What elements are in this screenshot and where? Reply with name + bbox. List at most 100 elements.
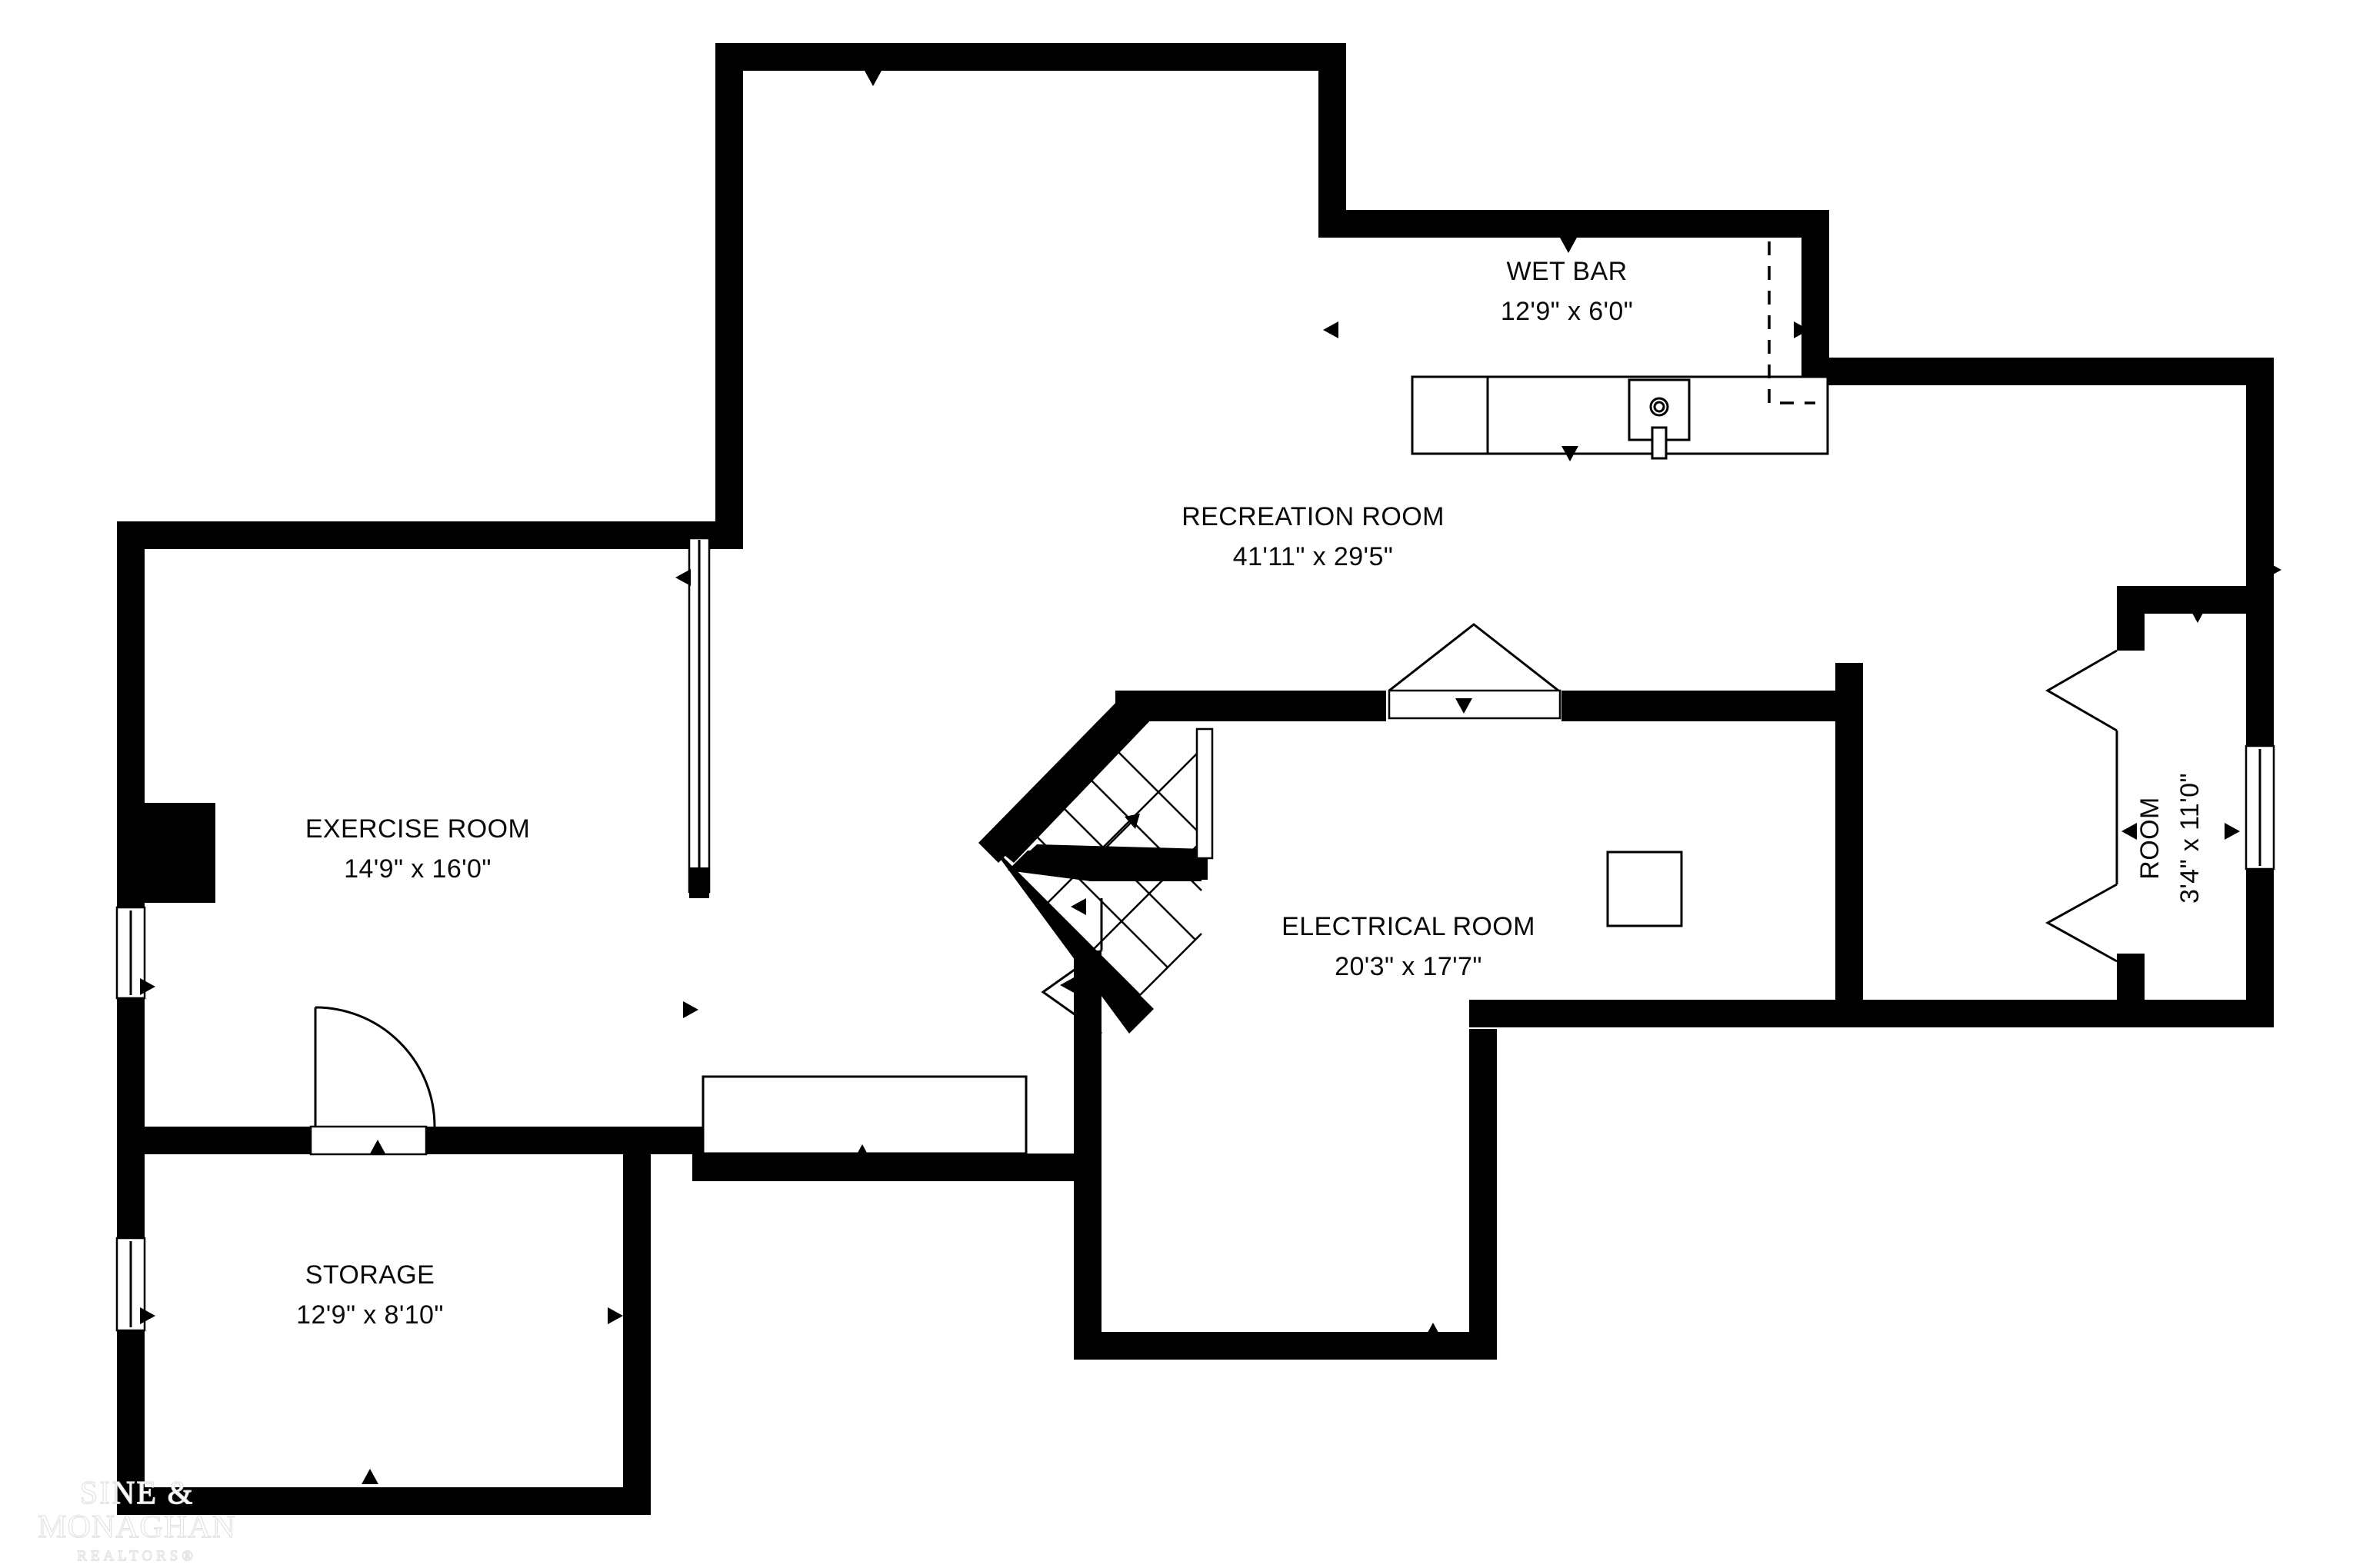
room-dimensions-room: 3'4" x 11'0" <box>2175 773 2205 904</box>
room-label-wet-bar: WET BAR <box>1506 257 1627 286</box>
direction-marker-icon <box>1561 446 1578 461</box>
direction-marker-icon <box>362 1469 378 1484</box>
room-dimensions-electrical-room: 20'3" x 17'7" <box>1335 952 1482 981</box>
door-electrical-left-bifold <box>1041 949 1102 1035</box>
windows <box>115 537 2275 1332</box>
wall-right-bay-left-top <box>2117 586 2145 651</box>
wall-exercise-storage-right <box>422 1127 706 1154</box>
stair-tread <box>1056 801 1196 940</box>
direction-marker-icon <box>675 569 691 586</box>
direction-marker-icon <box>1560 238 1577 253</box>
direction-marker-icon <box>537 534 554 549</box>
doors <box>309 623 2118 1156</box>
stair-stringer <box>1047 751 1199 904</box>
electrical-equipment <box>1606 851 1683 927</box>
direction-marker-icon <box>1112 723 1129 738</box>
direction-marker-icon <box>1060 977 1075 994</box>
wall-stair-diag-left <box>989 691 1155 863</box>
room-label-electrical-room: ELECTRICAL ROOM <box>1281 912 1535 941</box>
storage-shelf <box>702 1075 1028 1155</box>
direction-marker-icon <box>1071 898 1086 915</box>
direction-marker-icon <box>2121 823 2137 840</box>
wall-mid-lower-horizontal <box>1469 1000 2146 1027</box>
wall-center-bottom-right <box>1469 1029 1497 1360</box>
direction-marker-icon <box>2266 561 2281 578</box>
wall-electrical-top-left <box>1240 691 1386 721</box>
stair-stringer <box>1001 742 1116 857</box>
window-exercise-partition-end <box>689 867 709 898</box>
wall-center-lower-horizontal <box>692 1154 1086 1181</box>
wall-storage-bottom <box>117 1487 640 1515</box>
stair-up-arrow-icon <box>1125 814 1140 829</box>
stairwell-walls <box>989 691 1208 1034</box>
wet-bar-fixtures <box>1411 217 1829 460</box>
staircase <box>1001 742 1202 996</box>
stair-stringer <box>1093 841 1202 950</box>
wall-storage-right <box>623 1127 651 1515</box>
room-label-recreation-room: RECREATION ROOM <box>1182 502 1445 531</box>
wet-bar-cabinet <box>1411 375 1489 455</box>
wall-center-bottom-left <box>1074 1014 1102 1360</box>
wall-far-right-vertical <box>2246 358 2274 1023</box>
stair-direction-line <box>1090 816 1138 864</box>
wall-wet-bar-top <box>1318 210 1829 238</box>
structural-piers <box>145 803 215 903</box>
direction-marker-icon <box>608 1307 623 1324</box>
wall-exercise-top <box>117 521 743 549</box>
wall-upper-right-horizontal <box>1801 358 2274 385</box>
direction-marker-icon <box>683 1001 698 1018</box>
door-storage-opening <box>309 1125 428 1156</box>
furnace-unit <box>1606 851 1683 927</box>
room-label-exercise-room: EXERCISE ROOM <box>305 814 530 844</box>
direction-marker-icon <box>1794 321 1809 338</box>
view-direction-markers <box>140 71 2281 1484</box>
door-room-bifold-lower <box>2045 883 2118 963</box>
wall-left-exterior-upper <box>117 521 145 1226</box>
direction-marker-icon <box>2225 823 2240 840</box>
wall-stair-diag-bottom <box>991 846 1154 1034</box>
storage-fixtures <box>702 1075 1028 1155</box>
direction-marker-icon <box>2189 608 2206 623</box>
window-stairwell-side <box>1195 727 1214 860</box>
stair-stringer <box>1139 933 1202 996</box>
wall-wet-bar-right <box>1801 210 1829 385</box>
door-electrical-opening <box>1388 689 1561 720</box>
pier-exercise-room <box>145 803 215 903</box>
sink-drain-inner-icon <box>1653 401 1665 413</box>
wall-electrical-right <box>1835 663 1863 1001</box>
direction-marker-icon <box>1323 321 1338 338</box>
wall-left-upper-bay <box>715 43 743 536</box>
room-label-room: ROOM <box>2135 797 2165 879</box>
sink-drain-icon <box>1649 397 1669 417</box>
wall-electrical-top-right <box>1561 691 1861 721</box>
room-labels: WET BAR 12'9" x 6'0" RECREATION ROOM 41'… <box>296 257 2205 1330</box>
direction-marker-icon <box>854 1144 871 1160</box>
door-room-bifold-upper <box>2045 649 2118 732</box>
wall-exercise-storage-left <box>117 1127 332 1154</box>
direction-marker-icon <box>865 71 882 86</box>
room-dimensions-wet-bar: 12'9" x 6'0" <box>1501 297 1633 326</box>
overhead-soffit-dashed <box>1768 217 1815 404</box>
direction-marker-icon <box>1425 1323 1441 1338</box>
stair-tread <box>1028 828 1168 968</box>
stair-tread <box>1112 745 1202 836</box>
direction-marker-icon <box>531 1134 548 1149</box>
direction-marker-icon <box>2189 1001 2206 1017</box>
sink-faucet-icon <box>1651 426 1668 460</box>
direction-marker-icon <box>1455 698 1472 714</box>
room-label-storage: STORAGE <box>305 1260 435 1290</box>
direction-marker-icon <box>140 1307 155 1324</box>
wall-top-center <box>715 43 1346 71</box>
door-storage-swing-arc <box>315 1006 436 1127</box>
stair-tread <box>1084 773 1202 891</box>
stair-tread <box>1001 856 1141 996</box>
room-dimensions-exercise-room: 14'9" x 16'0" <box>344 854 492 884</box>
wall-right-upper-bay <box>1318 43 1346 210</box>
room-dimensions-storage: 12'9" x 8'10" <box>296 1300 444 1330</box>
direction-marker-icon <box>1845 974 1860 990</box>
exterior-walls <box>117 43 2274 1515</box>
door-electrical-bifold <box>1388 623 1559 692</box>
direction-marker-icon <box>140 978 155 995</box>
